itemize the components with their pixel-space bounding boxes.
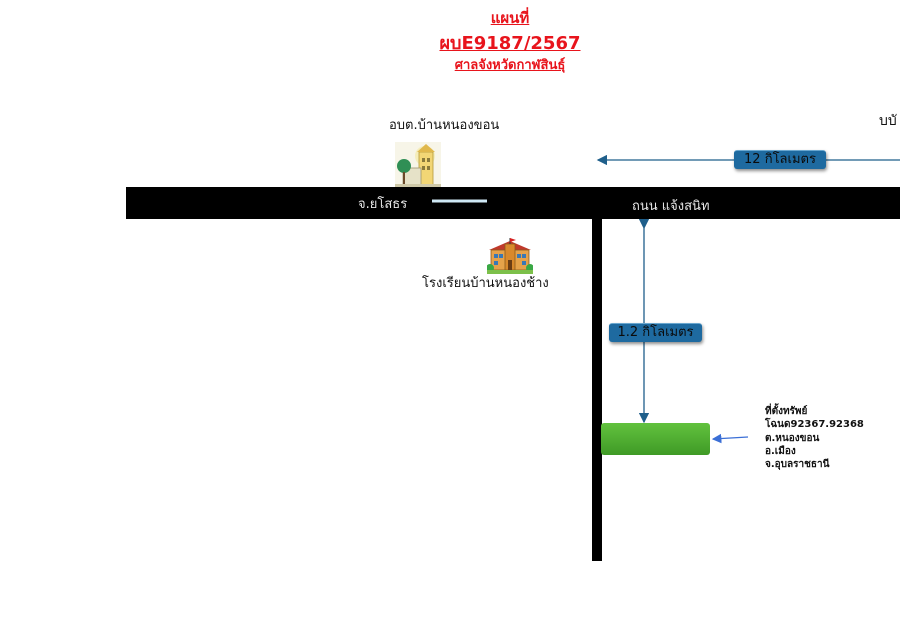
east-landmark-label: บบั (879, 113, 897, 129)
property-info-line: โฉนด92367.92368 (765, 419, 864, 431)
property-info-line: ต.หนองขอน (765, 432, 820, 444)
direction-west-label: จ.ยโสธร (358, 197, 408, 212)
road-name-label: ถนน แจ้งสนิท (632, 199, 710, 214)
property-pointer-arrow (711, 433, 749, 444)
government-building-icon (395, 142, 441, 188)
map-title: แผนที่ (490, 9, 530, 27)
school-building-icon (487, 238, 533, 274)
distance-badge-side: 1.2 กิโลเมตร (609, 323, 702, 342)
property-marker (601, 423, 710, 455)
distance-badge-main: 12 กิโลเมตร (734, 150, 826, 169)
property-info-line: ที่ตั้งทรัพย์ (765, 406, 808, 417)
court-name: ศาลจังหวัดกาฬสินธุ์ (454, 58, 566, 73)
case-number: ผบE9187/2567 (439, 33, 581, 54)
main-road (126, 187, 900, 219)
side-road (592, 219, 602, 561)
property-info-line: จ.อุบลราชธานี (765, 459, 830, 471)
org-office-label: อบต.บ้านหนองขอน (389, 118, 500, 133)
property-info: ที่ตั้งทรัพย์ โฉนด92367.92368 ต.หนองขอน … (765, 405, 864, 471)
school-label: โรงเรียนบ้านหนองช้าง (422, 276, 549, 291)
property-info-line: อ.เมือง (765, 445, 796, 457)
